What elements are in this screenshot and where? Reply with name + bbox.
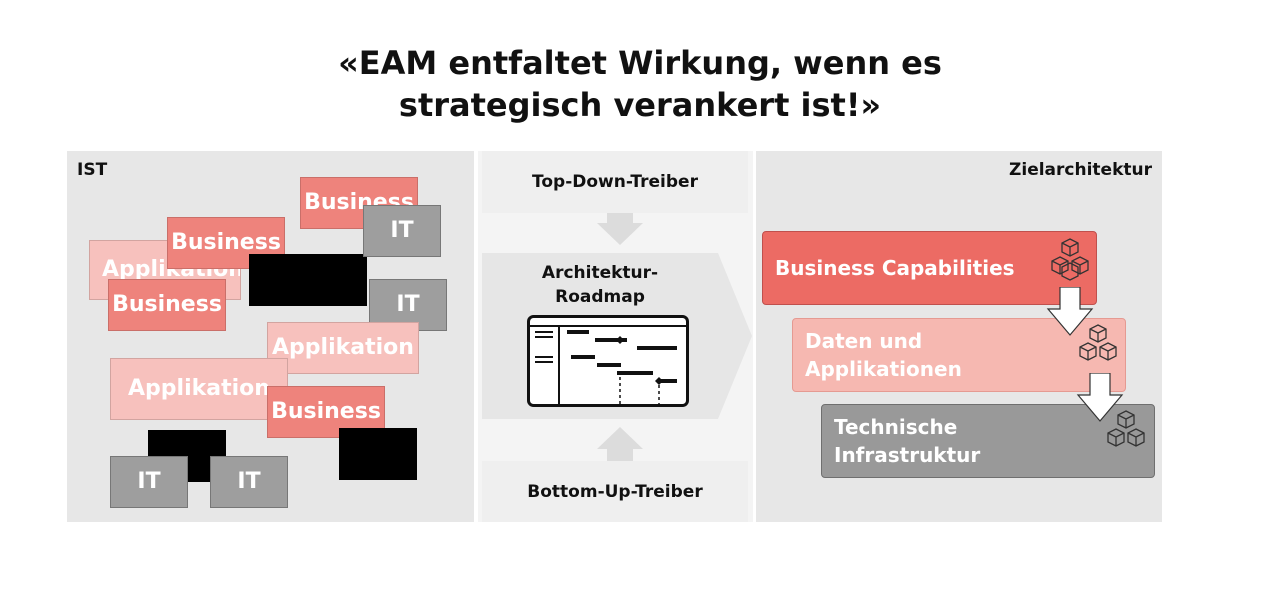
business-card: Business (108, 279, 226, 331)
ist-label: IST (77, 160, 108, 180)
it-card: IT (363, 205, 441, 257)
down-arrow-icon (1046, 287, 1094, 336)
roadmap-title: Architektur- Roadmap (541, 263, 659, 307)
cubes-icon (1051, 238, 1089, 281)
slide-title: «EAM entfaltet Wirkung, wenn es strategi… (0, 42, 1280, 126)
layer-business-capabilities: Business Capabilities (762, 231, 1097, 305)
applikation-card: Applikation (267, 322, 419, 374)
black-block (339, 428, 417, 480)
down-arrow-icon (1076, 373, 1124, 422)
target-panel: Zielarchitektur Business Capabilities Da… (756, 151, 1162, 522)
bottom-up-driver: Bottom-Up-Treiber (482, 461, 748, 522)
up-arrow-icon (597, 427, 643, 461)
it-card: IT (210, 456, 288, 508)
middle-column: Top-Down-Treiber Architektur- Roadmap (478, 151, 753, 522)
target-label: Zielarchitektur (1009, 160, 1152, 180)
ist-panel: IST Applikation Business Business IT IT … (67, 151, 474, 522)
cubes-icon (1107, 410, 1145, 447)
it-card: IT (110, 456, 188, 508)
cubes-icon (1079, 324, 1117, 361)
down-arrow-icon (597, 213, 643, 245)
black-block (249, 254, 367, 306)
gantt-chart-icon (527, 315, 689, 407)
title-line-1: «EAM entfaltet Wirkung, wenn es (338, 44, 942, 82)
applikation-card: Applikation (110, 358, 288, 420)
layer-data-applications: Daten und Applikationen (792, 318, 1126, 392)
top-down-driver: Top-Down-Treiber (482, 151, 748, 213)
title-line-2: strategisch verankert ist!» (398, 86, 882, 124)
